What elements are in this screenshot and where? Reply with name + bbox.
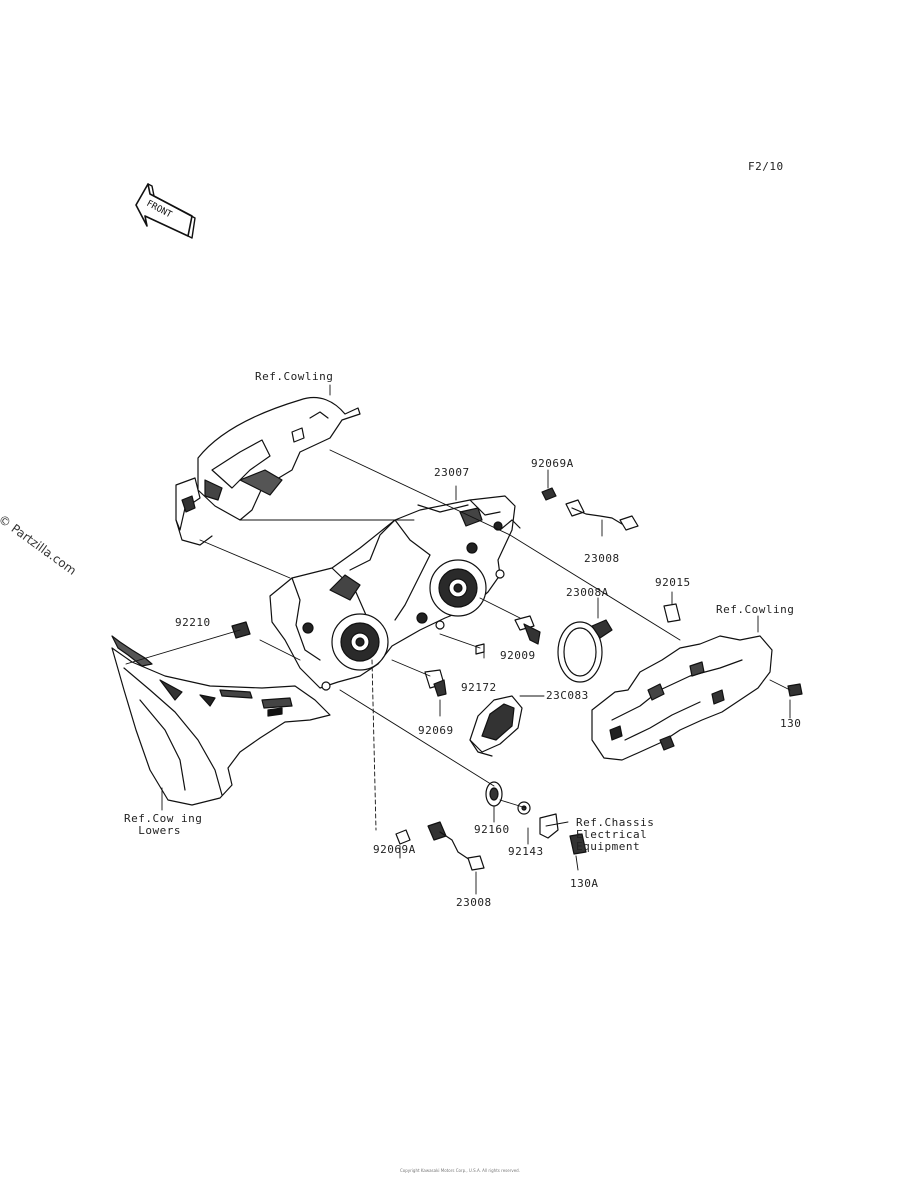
label-92172: 92172 <box>461 681 497 694</box>
label-23008B: 23C083 <box>546 689 589 702</box>
label-92069A-top: 92069A <box>531 457 574 470</box>
clip-92210-shape <box>231 621 251 639</box>
label-ref-chassis: Ref.Chassis Electrical Equipment <box>576 816 655 853</box>
label-ref-cowling-lowers: Ref.Cow ing Lowers <box>124 812 203 837</box>
label-92009: 92009 <box>500 649 536 662</box>
front-arrow-icon: FRONT <box>135 183 196 239</box>
label-23007: 23007 <box>434 466 470 479</box>
label-ref-cowling-top: Ref.Cowling <box>255 370 334 383</box>
lower-cowling-shape <box>111 635 331 806</box>
right-cowling-shape <box>591 635 773 761</box>
label-92143: 92143 <box>508 845 544 858</box>
label-130: 130 <box>780 717 802 730</box>
label-92160: 92160 <box>474 823 510 836</box>
washer-92143-shape <box>517 801 531 815</box>
bulb-92009-shape <box>514 615 541 645</box>
label-92069: 92069 <box>418 724 454 737</box>
label-23008A: 23008A <box>566 586 609 599</box>
bracket-ref-chassis-shape <box>539 813 559 839</box>
footer-copyright: Copyright Kawasaki Motors Corp., U.S.A. … <box>400 1168 520 1173</box>
label-23008-bottom: 23008 <box>456 896 492 909</box>
bolt-130A-shape <box>569 833 587 855</box>
bulb-92069-shape <box>424 669 447 697</box>
leader-lines <box>125 384 791 895</box>
figure-code: F2/10 <box>748 160 784 173</box>
bolt-130-shape <box>787 683 803 697</box>
bulb-socket-23008-top-shape <box>541 487 639 531</box>
grommet-92015-shape <box>663 603 681 623</box>
label-130A: 130A <box>570 877 599 890</box>
label-ref-cowling-right: Ref.Cowling <box>716 603 795 616</box>
label-23008-top: 23008 <box>584 552 620 565</box>
bulb-socket-23008-bottom-shape <box>395 821 485 871</box>
upper-cowling-shape <box>175 396 361 546</box>
label-92015: 92015 <box>655 576 691 589</box>
headlight-cover-23008B-shape <box>469 695 523 757</box>
screw-92172-shape <box>475 643 485 655</box>
headlight-cover-23008A-shape <box>557 619 613 683</box>
label-92069A-bottom: 92069A <box>373 843 416 856</box>
label-92210: 92210 <box>175 616 211 629</box>
